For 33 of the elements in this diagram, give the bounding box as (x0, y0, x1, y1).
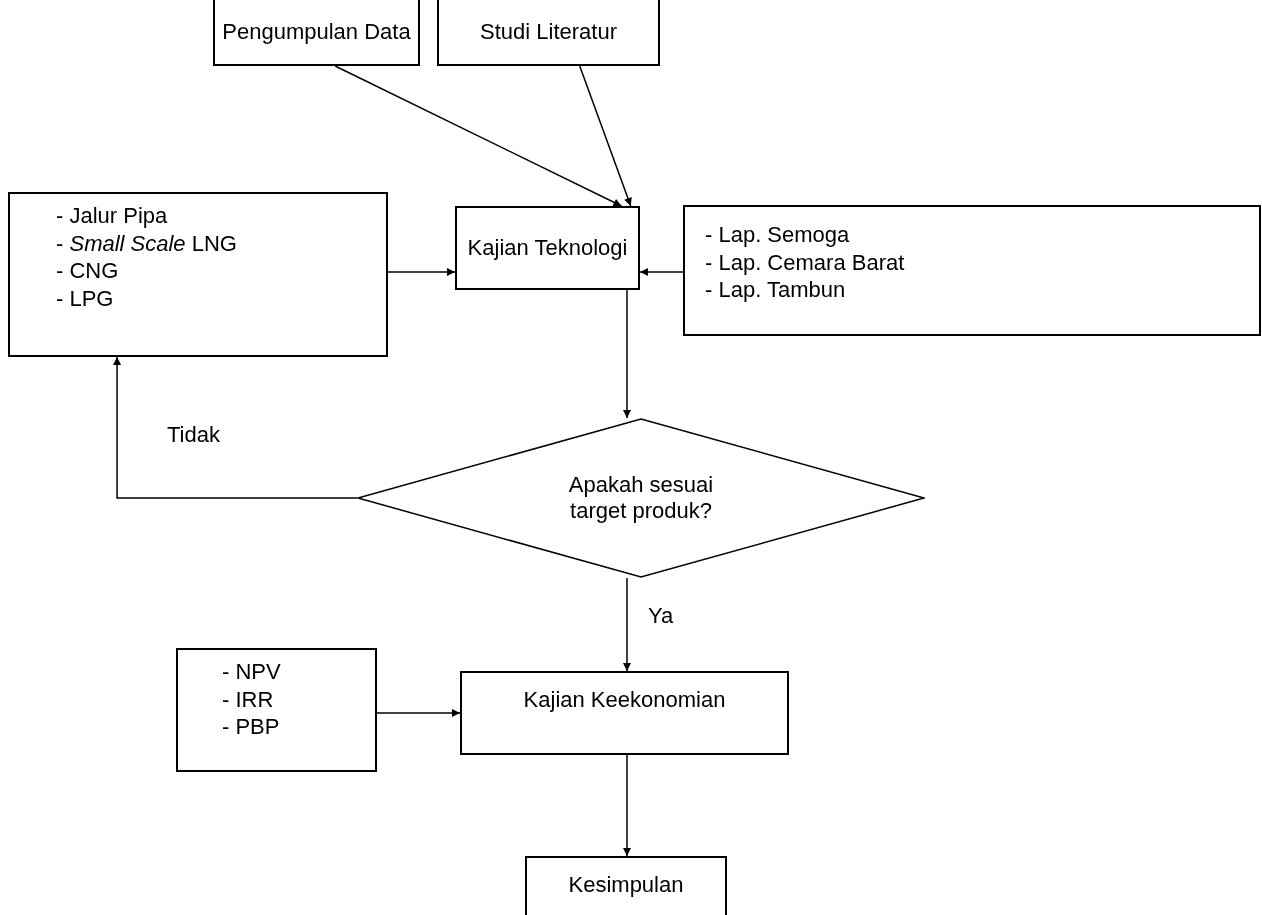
arrow (578, 65, 632, 207)
list-box (8, 192, 388, 357)
arrow (334, 65, 623, 207)
process-box (455, 206, 640, 290)
list-item: - PBP (222, 713, 280, 741)
list-item: - NPV (222, 658, 281, 686)
list-item: - IRR (222, 685, 274, 713)
box-label: Studi Literatur (480, 18, 617, 46)
box-label: Kajian Keekonomian (523, 687, 726, 714)
process-box (213, 0, 420, 66)
process-box (460, 671, 789, 755)
list-box (176, 648, 377, 772)
box-label: Kajian Teknologi (467, 234, 628, 262)
arrow (113, 356, 358, 499)
arrow (376, 709, 461, 717)
decision-label: Apakah sesuai target produk? (567, 471, 715, 525)
list-item: - CNG (56, 257, 119, 285)
list-item: - Lap. Semoga (705, 221, 850, 249)
process-box (437, 0, 660, 66)
list-item: - LPG (56, 284, 114, 312)
list-item: - Lap. Tambun (705, 276, 846, 304)
arrow (623, 289, 631, 419)
list-box (683, 205, 1261, 336)
arrow (639, 268, 684, 276)
list-item: - Jalur Pipa (56, 202, 168, 230)
list-item: - Lap. Cemara Barat (705, 248, 905, 276)
arrow (623, 754, 631, 857)
process-box (525, 856, 727, 915)
arrow (623, 577, 631, 672)
list-item: - Small Scale LNG (56, 229, 237, 257)
arrow (387, 268, 456, 276)
box-label: Kesimpulan (568, 872, 684, 899)
box-label: Pengumpulan Data (222, 18, 411, 46)
